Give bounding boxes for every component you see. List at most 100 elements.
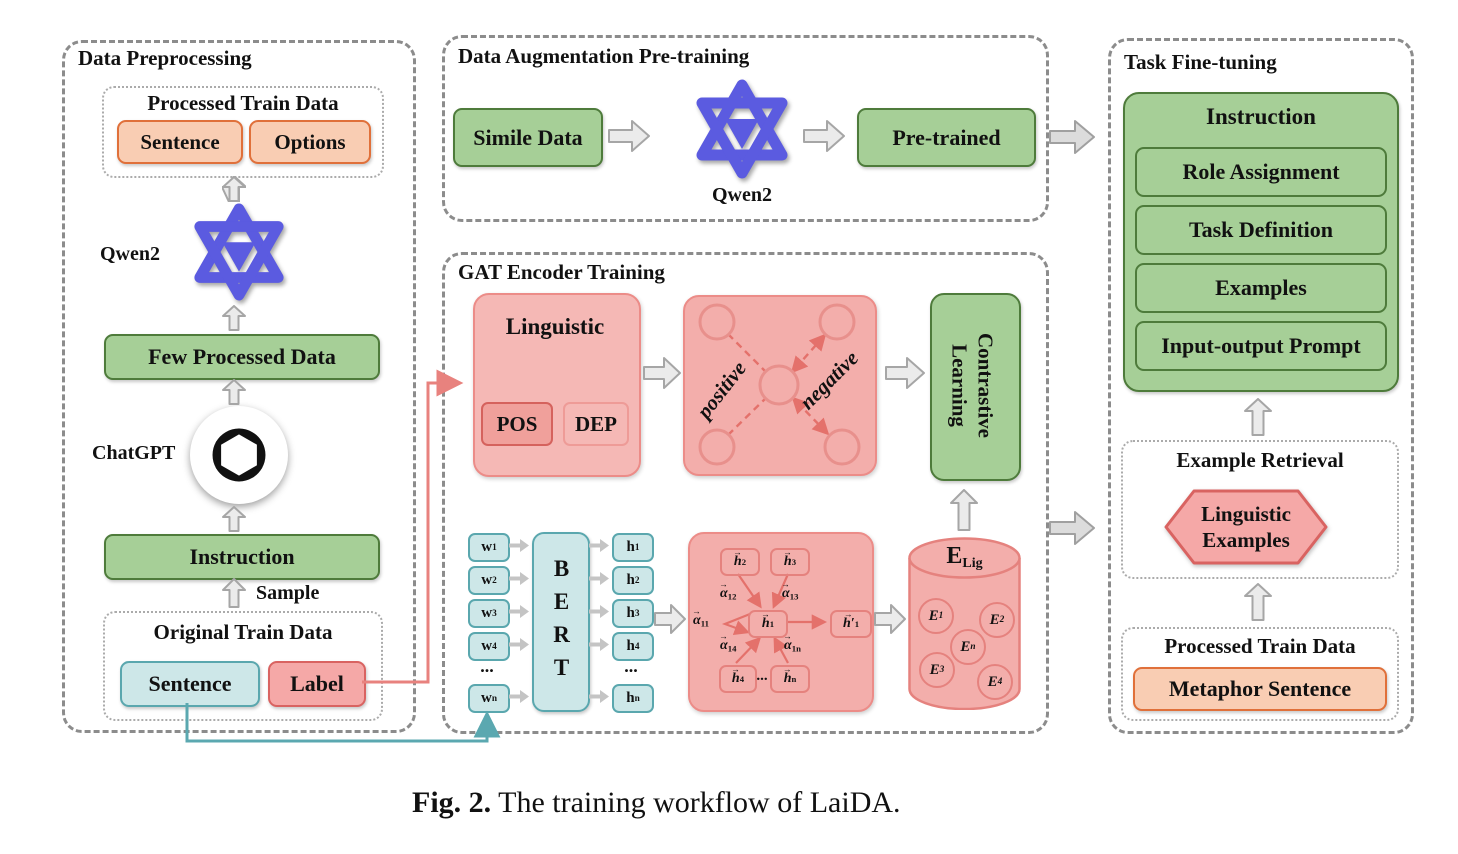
small-right-arrow-icon: [509, 539, 529, 552]
small-right-arrow-icon: [509, 605, 529, 618]
sample-label: Sample: [256, 582, 320, 604]
metaphor-sentence-box: Metaphor Sentence: [1133, 667, 1387, 711]
up-arrow-icon: [1244, 398, 1272, 436]
chatgpt-logo-icon: [190, 406, 288, 504]
up-arrow-icon: [222, 506, 246, 532]
panel-title-finetuning: Task Fine-tuning: [1124, 50, 1277, 74]
chatgpt-label: ChatGPT: [92, 442, 176, 464]
up-arrow-icon: [1244, 583, 1272, 621]
alpha11-label: →α11: [692, 606, 709, 629]
right-arrow-icon: [643, 357, 681, 389]
linguistic-box: [473, 293, 641, 477]
sentence-box-processed: Sentence: [117, 120, 243, 164]
right-arrow-icon: [608, 120, 650, 152]
small-right-arrow-icon: [509, 572, 529, 585]
up-arrow-icon: [950, 489, 978, 531]
instruction-box-left: Instruction: [104, 534, 380, 580]
pretrained-box: Pre-trained: [857, 108, 1036, 167]
ellipsis: ...: [756, 668, 768, 684]
processed-train-data-title-right: Processed Train Data: [1164, 634, 1356, 658]
right-arrow-icon: [654, 604, 686, 634]
e-lig-label: ELig: [946, 543, 983, 572]
up-arrow-icon: [222, 578, 246, 608]
right-arrow-icon: [803, 120, 845, 152]
qwen2-label: Qwen2: [712, 184, 772, 206]
small-right-arrow-icon: [509, 690, 529, 703]
right-arrow-icon: [874, 604, 906, 634]
up-arrow-icon: [222, 379, 246, 405]
pos-box: POS: [481, 402, 553, 446]
qwen2-label: Qwen2: [100, 243, 160, 265]
alpha12-label: →α12: [719, 579, 737, 602]
caption-label: Fig. 2.: [412, 786, 492, 819]
processed-train-data-group: Processed Train Data: [102, 86, 384, 178]
panel-title-preprocessing: Data Preprocessing: [78, 46, 252, 70]
ellipsis: ...: [624, 656, 638, 676]
instruction-title: Instruction: [1206, 104, 1316, 129]
contrastive-learning-box: [930, 293, 1021, 481]
input-output-prompt-box: Input-output Prompt: [1135, 321, 1387, 371]
dep-box: DEP: [563, 402, 629, 446]
small-right-arrow-icon: [589, 690, 609, 703]
example-retrieval-group: Example Retrieval: [1121, 440, 1399, 579]
linguistic-examples-text: Linguistic Examples: [1201, 502, 1291, 552]
linguistic-title: Linguistic: [505, 314, 605, 339]
panel-title-augmentation: Data Augmentation Pre-training: [458, 44, 750, 68]
examples-box: Examples: [1135, 263, 1387, 313]
up-arrow-icon: [222, 176, 246, 202]
label-box: Label: [268, 661, 366, 707]
small-right-arrow-icon: [589, 638, 609, 651]
task-definition-box: Task Definition: [1135, 205, 1387, 255]
figure-caption: Fig. 2. The training workflow of LaiDA.: [412, 786, 901, 820]
sentence-box-original: Sentence: [120, 661, 260, 707]
qwen2-logo-icon: [696, 79, 788, 179]
right-arrow-icon: [885, 357, 925, 389]
ellipsis: ...: [480, 656, 494, 676]
qwen2-logo-icon: [194, 203, 284, 301]
options-box: Options: [249, 120, 371, 164]
alpha14-label: →α14: [719, 631, 737, 654]
few-processed-data-box: Few Processed Data: [104, 334, 380, 380]
positive-label: positive: [691, 357, 751, 425]
example-retrieval-title: Example Retrieval: [1176, 448, 1344, 472]
original-train-data-title: Original Train Data: [153, 620, 333, 644]
caption-text: The training workflow of LaiDA.: [491, 786, 901, 819]
small-right-arrow-icon: [589, 605, 609, 618]
small-right-arrow-icon: [509, 638, 529, 651]
processed-train-data-title: Processed Train Data: [147, 91, 339, 115]
processed-train-data-group-right: Processed Train Data: [1121, 627, 1399, 721]
alpha1n-label: →α1n: [783, 631, 801, 654]
alpha13-label: →α13: [781, 579, 799, 602]
linguistic-examples-hexagon: Linguistic Examples: [1163, 487, 1329, 567]
small-right-arrow-icon: [589, 539, 609, 552]
simile-data-box: Simile Data: [453, 108, 603, 167]
right-arrow-icon: [1049, 120, 1095, 154]
contrast-graph-box: positive negative: [683, 295, 877, 476]
panel-title-gat: GAT Encoder Training: [458, 260, 665, 284]
contrastive-learning-text: Contrastive Learning: [948, 333, 998, 438]
small-right-arrow-icon: [589, 572, 609, 585]
up-arrow-icon: [222, 305, 246, 331]
